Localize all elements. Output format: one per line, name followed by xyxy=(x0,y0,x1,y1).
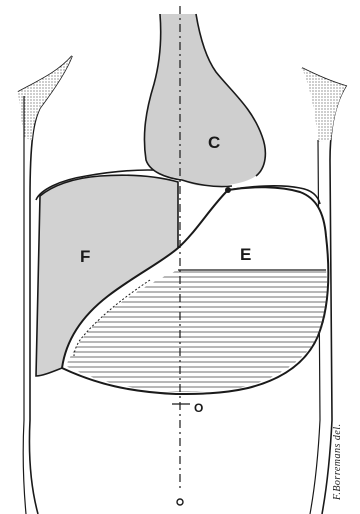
label-c: C xyxy=(208,133,220,152)
label-f: F xyxy=(80,247,90,266)
label-o: O xyxy=(194,401,203,415)
artist-signature: F.Borremans del. xyxy=(332,423,343,501)
label-e: E xyxy=(240,245,251,264)
organ-c-esophagus xyxy=(144,14,265,187)
